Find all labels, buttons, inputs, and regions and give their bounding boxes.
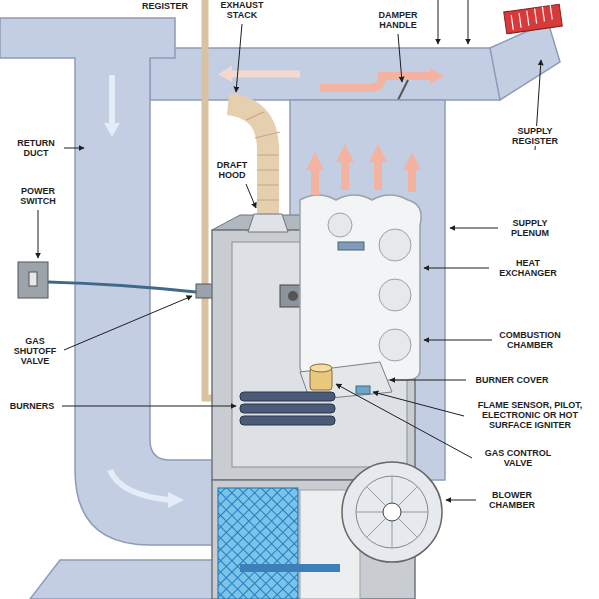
flame-sensor	[356, 386, 370, 394]
exhaust-stack-ribs	[246, 112, 280, 200]
label-anchor: FLAME SENSOR, PILOT, ELECTRONIC OR HOT S…	[470, 400, 590, 430]
callout-label: GAS SHUTOFF VALVE	[9, 336, 61, 366]
supply-flow-arrow-heads	[306, 144, 421, 170]
callout-label: GAS CONTROL VALVE	[478, 448, 558, 468]
leader-line	[398, 34, 402, 82]
supply-flow-arrows	[315, 160, 412, 195]
leader-line	[246, 184, 256, 208]
callout-label: BLOWER CHAMBER	[481, 490, 543, 510]
leader-line	[64, 148, 84, 149]
callout-label: DAMPER HANDLE	[370, 10, 426, 30]
leader-line	[390, 380, 466, 381]
blower-spokes	[356, 476, 428, 548]
leader-line	[62, 406, 236, 407]
blower-wheel-rim	[356, 476, 428, 548]
leader-line	[38, 210, 39, 258]
control-knob	[288, 291, 298, 301]
label-anchor: HEAT EXCHANGER	[492, 258, 564, 278]
callout-label: POWER SWITCH	[13, 186, 63, 206]
leader-line	[336, 384, 472, 458]
burner-tube	[240, 404, 335, 413]
gas-control-valve-top	[310, 364, 332, 372]
supply-flow-arrow	[320, 76, 430, 88]
burner-tube	[240, 392, 335, 401]
burner-tube	[240, 416, 335, 425]
exhaust-flow-arrow	[230, 71, 300, 78]
exchanger-cell	[379, 279, 411, 311]
label-anchor: GAS CONTROL VALVE	[478, 448, 558, 468]
heat-exchanger-tube	[338, 242, 364, 250]
leader-line	[236, 24, 242, 92]
label-anchor: SUPPLY REGISTER	[505, 126, 565, 146]
label-anchor: GAS SHUTOFF VALVE	[9, 336, 61, 366]
exchanger-cell	[379, 329, 411, 361]
callout-label: EXHAUST STACK	[212, 0, 272, 20]
return-flow-arrow	[109, 75, 115, 125]
leader-line	[64, 296, 192, 350]
return-flow-arrow-head	[168, 492, 184, 508]
exchanger-cell	[379, 229, 411, 261]
return-duct-lower	[30, 560, 215, 599]
register-slats	[511, 4, 553, 29]
callout-label: SUPPLY PLENUM	[502, 218, 558, 238]
leader-line	[373, 392, 464, 416]
leader-line	[424, 340, 492, 341]
label-anchor: BLOWER CHAMBER	[481, 490, 543, 510]
power-switch-box	[18, 262, 48, 298]
air-filter	[218, 488, 298, 599]
label-anchor: REGISTER	[130, 1, 200, 11]
label-anchor: DAMPER HANDLE	[370, 10, 426, 30]
leader-line	[450, 228, 498, 229]
label-anchor: BURNERS	[6, 401, 58, 411]
label-anchor: BURNER COVER	[469, 375, 555, 385]
exchanger-cell	[328, 213, 352, 237]
leader-lines	[38, 0, 541, 500]
callout-label: SUPPLY REGISTER	[505, 126, 565, 146]
power-switch-toggle	[29, 272, 37, 286]
callout-label: FLAME SENSOR, PILOT, ELECTRONIC OR HOT S…	[470, 400, 590, 430]
leader-line	[424, 268, 489, 269]
callout-label: HEAT EXCHANGER	[492, 258, 564, 278]
callout-label: BURNERS	[6, 401, 58, 411]
blower-pipe	[240, 564, 340, 572]
callout-label: REGISTER	[130, 1, 200, 11]
heat-exchanger	[300, 195, 421, 380]
exhaust-flow-arrow-head	[218, 66, 232, 82]
leader-line	[468, 0, 469, 44]
blower-hub	[383, 503, 401, 521]
label-anchor: POWER SWITCH	[13, 186, 63, 206]
supply-register-grille	[504, 4, 563, 34]
callout-label: DRAFT HOOD	[210, 160, 254, 180]
damper-handle	[398, 80, 408, 100]
callout-label: COMBUSTION CHAMBER	[495, 330, 565, 350]
leader-line	[446, 500, 476, 501]
callout-label: RETURN DUCT	[11, 138, 61, 158]
draft-hood	[248, 214, 288, 232]
leader-line	[438, 0, 439, 44]
power-wire	[48, 282, 196, 292]
blower-wheel	[342, 462, 442, 562]
label-anchor: SUPPLY PLENUM	[502, 218, 558, 238]
return-flow-arrow-head	[104, 123, 120, 137]
label-anchor: RETURN DUCT	[11, 138, 61, 158]
label-anchor: DRAFT HOOD	[210, 160, 254, 180]
return-flow-arrow	[110, 470, 170, 500]
label-anchor: COMBUSTION CHAMBER	[495, 330, 565, 350]
callout-label: BURNER COVER	[469, 375, 555, 385]
supply-flow-arrow-head	[430, 68, 444, 84]
label-anchor: EXHAUST STACK	[212, 0, 272, 20]
register-riser-duct	[490, 22, 560, 100]
return-duct	[0, 18, 220, 545]
